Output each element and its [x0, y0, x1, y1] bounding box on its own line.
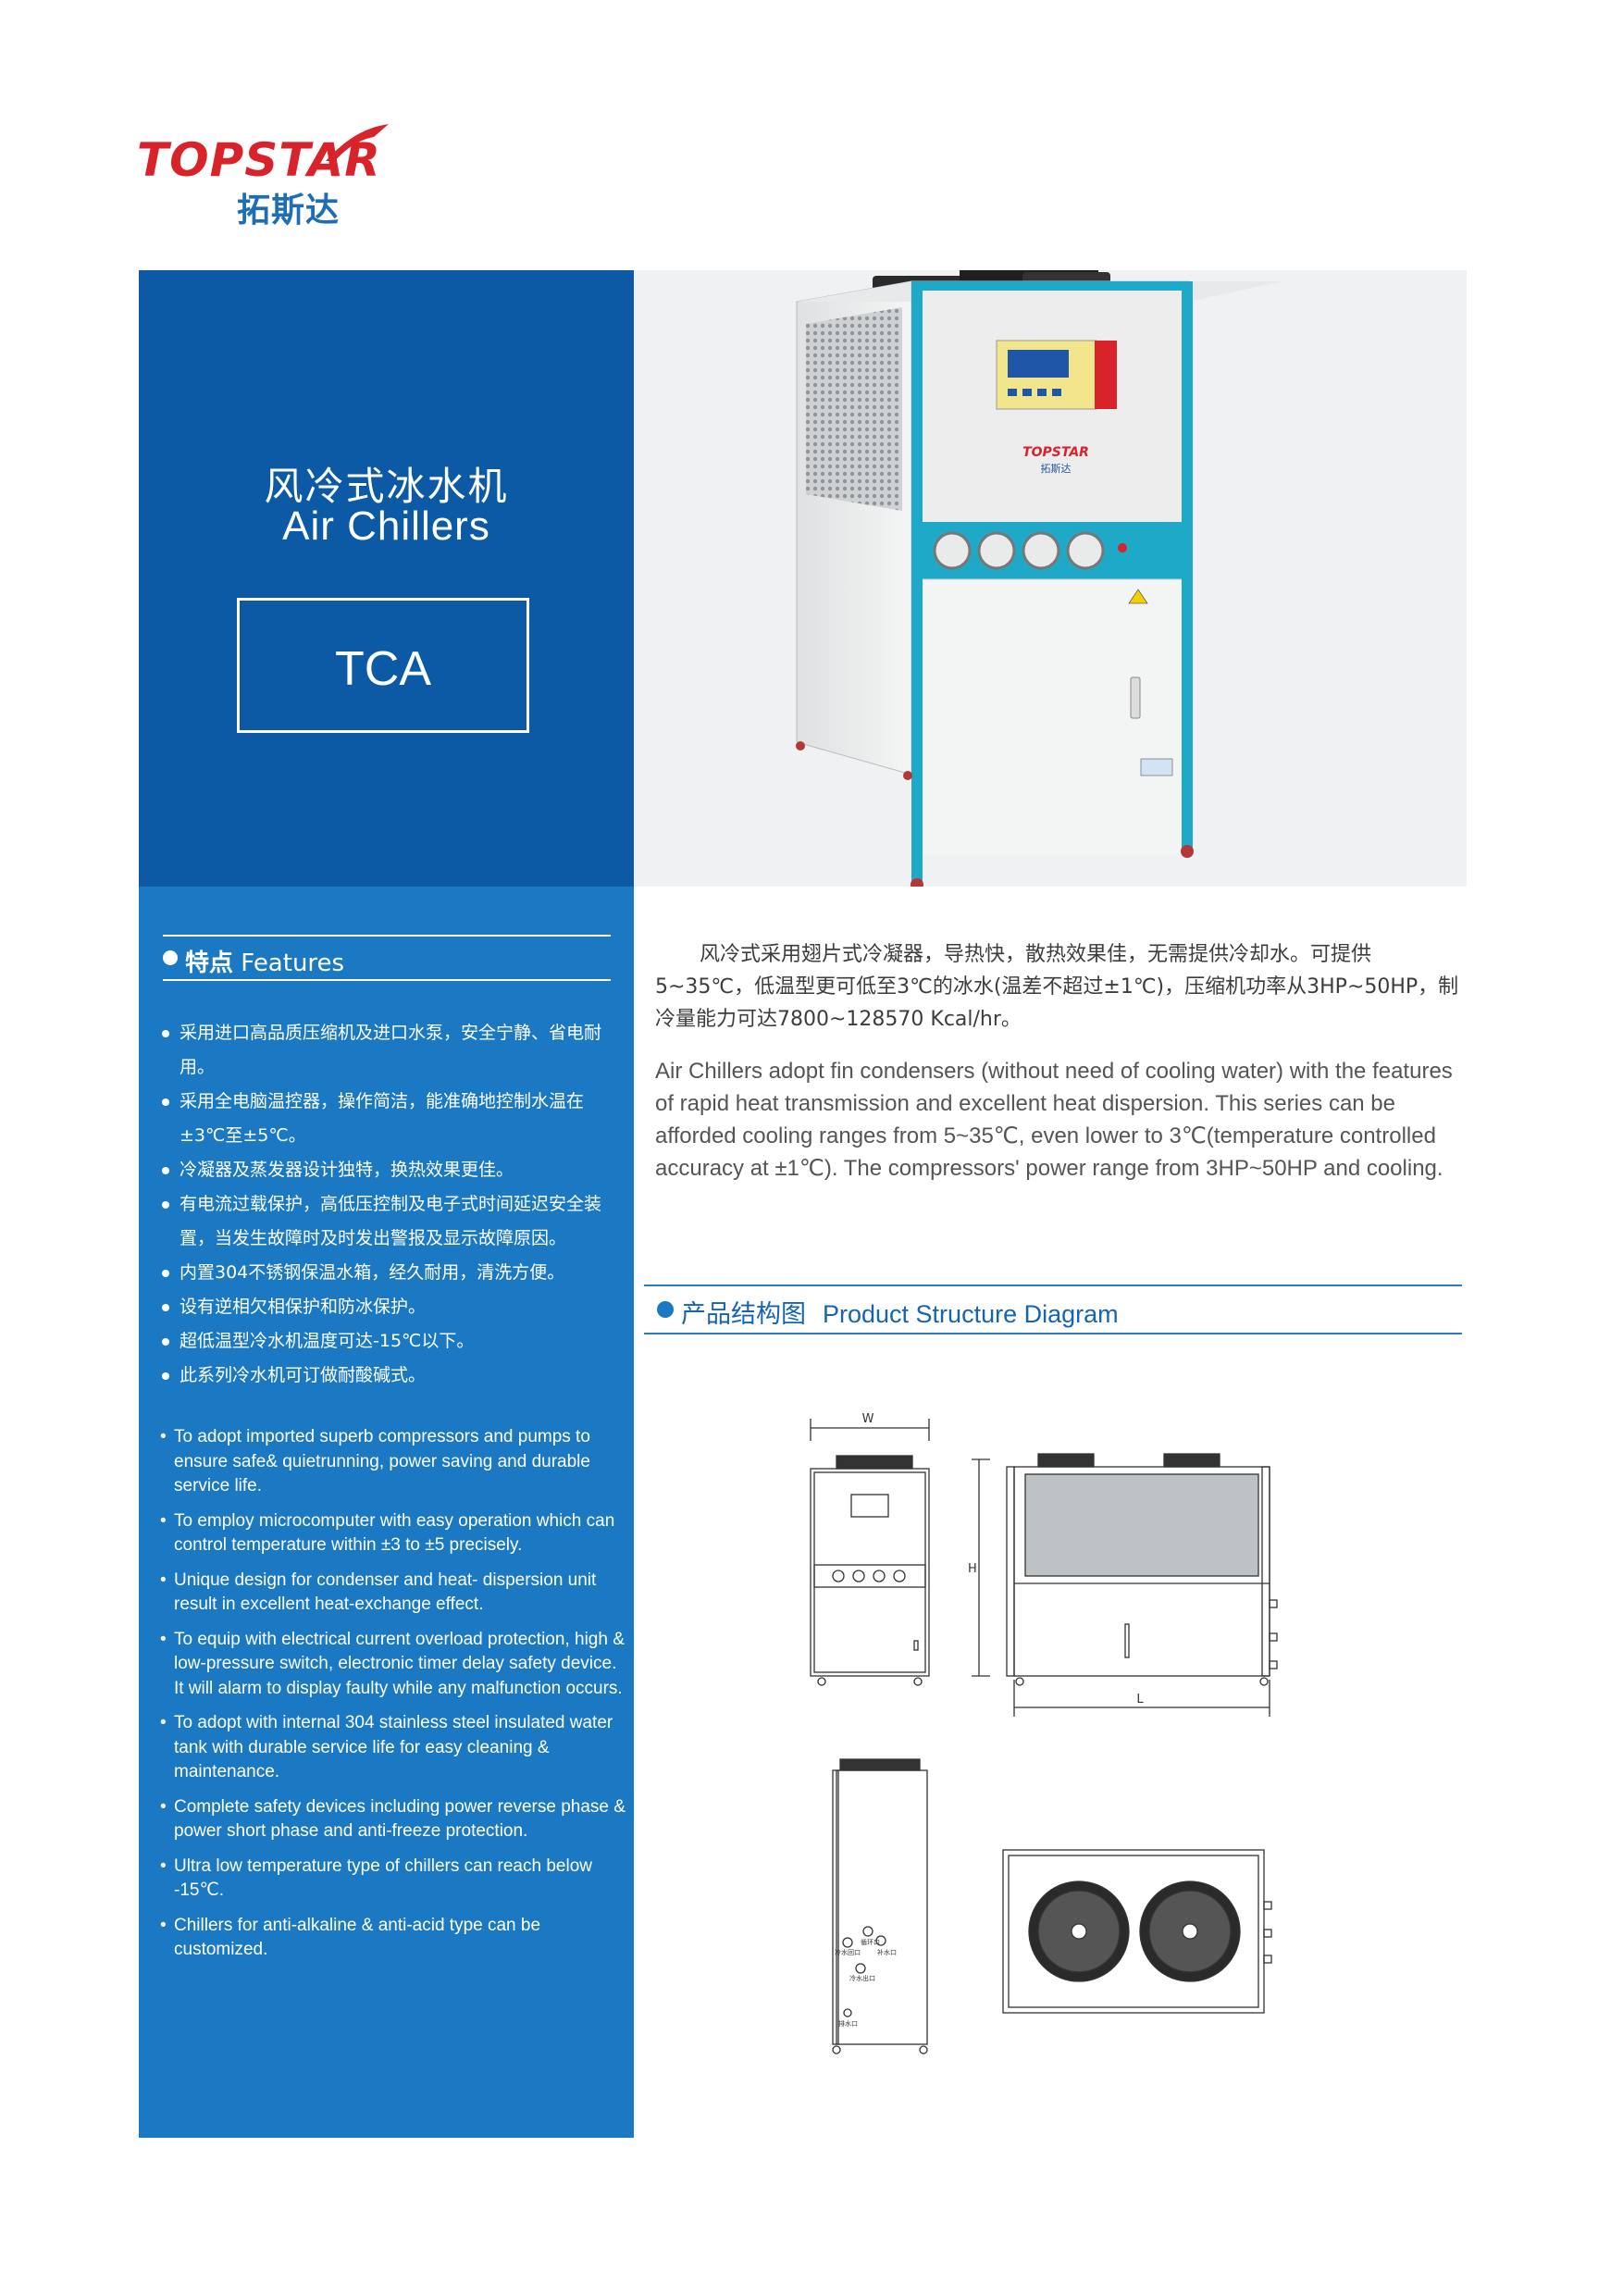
feature-item-cn: 冷凝器及蒸发器设计独特，换热效果更佳。 — [159, 1153, 622, 1187]
machine-brand-label: TOPSTAR — [1022, 445, 1089, 460]
product-title-cn: 风冷式冰水机 — [264, 464, 509, 509]
features-heading: 特点 Features — [163, 935, 611, 981]
top-view — [1002, 1849, 1272, 2014]
features-list-cn: 采用进口高品质压缩机及进口水泵，安全宁静、省电耐用。 采用全电脑温控器，操作简洁… — [159, 1016, 622, 1393]
port-label: 补水口 — [877, 1948, 897, 1956]
feature-item-en: Complete safety devices including power … — [159, 1795, 627, 1844]
feature-item-cn: 采用进口高品质压缩机及进口水泵，安全宁静、省电耐用。 — [159, 1016, 622, 1085]
logo-chinese-name: 拓斯达 — [237, 192, 341, 230]
model-box: TCA — [237, 598, 529, 733]
dimension-l-label: L — [1136, 1693, 1144, 1706]
feature-item-en: Unique design for condenser and heat- di… — [159, 1569, 627, 1618]
description-en: Air Chillers adopt fin condensers (witho… — [655, 1059, 1453, 1181]
feature-item-en: To adopt imported superb compressors and… — [159, 1425, 627, 1499]
port-label: 冷水出口 — [849, 1974, 875, 1982]
bullet-dot-icon — [163, 950, 178, 965]
diagram-heading-cn: 产品结构图 — [681, 1300, 806, 1329]
features-panel: 特点 Features 采用进口高品质压缩机及进口水泵，安全宁静、省电耐用。 采… — [139, 887, 634, 2138]
description-cn: 风冷式采用翅片式冷凝器，导热快，散热效果佳，无需提供冷却水。可提供5~35℃，低… — [655, 943, 1459, 1031]
back-view — [832, 1758, 928, 2054]
hero-title-panel: 风冷式冰水机 Air Chillers TCA — [139, 270, 634, 887]
diagram-heading-en: Product Structure Diagram — [823, 1300, 1119, 1328]
model-code: TCA — [335, 642, 431, 696]
feature-item-cn: 超低温型冷水机温度可达-15℃以下。 — [159, 1324, 622, 1359]
features-list-en: To adopt imported superb compressors and… — [159, 1425, 627, 1973]
features-heading-en: Features — [241, 949, 345, 977]
product-title-en: Air Chillers — [282, 503, 490, 549]
feature-item-cn: 设有逆相欠相保护和防冰保护。 — [159, 1290, 622, 1324]
feature-item-cn: 有电流过载保护，高低压控制及电子式时间延迟安全装置，当发生故障时及时发出警报及显… — [159, 1187, 622, 1256]
feature-item-en: Chillers for anti-alkaline & anti-acid t… — [159, 1914, 627, 1963]
structure-diagram: W H L 冷水回口 循环口 补水口 冷水出口 排水口 — [810, 1412, 1278, 2054]
features-heading-cn: 特点 — [185, 949, 234, 977]
feature-item-cn: 此系列冷水机可订做耐酸碱式。 — [159, 1359, 622, 1393]
feature-item-en: Ultra low temperature type of chillers c… — [159, 1855, 627, 1904]
logo-swoosh-icon — [326, 124, 389, 161]
feature-item-en: To adopt with internal 304 stainless ste… — [159, 1711, 627, 1785]
feature-item-cn: 采用全电脑温控器，操作简洁，能准确地控制水温在±3℃至±5℃。 — [159, 1085, 622, 1153]
feature-item-en: To employ microcomputer with easy operat… — [159, 1509, 627, 1558]
feature-item-cn: 内置304不锈钢保温水箱，经久耐用，清洗方便。 — [159, 1256, 622, 1290]
port-label: 循环口 — [861, 1938, 880, 1946]
product-photo-panel: TOPSTAR 拓斯达 — [634, 265, 1467, 891]
machine-brand-label-cn: 拓斯达 — [1041, 462, 1072, 475]
port-label: 冷水回口 — [835, 1948, 861, 1956]
dimension-w-label: W — [862, 1412, 874, 1426]
dimension-h-label: H — [968, 1562, 977, 1576]
chiller-photo: TOPSTAR 拓斯达 — [796, 265, 1282, 891]
side-view — [972, 1453, 1278, 1717]
brand-logo: TOPSTAR 拓斯达 — [137, 120, 389, 230]
diagram-heading: 产品结构图 Product Structure Diagram — [644, 1285, 1462, 1334]
port-label: 排水口 — [838, 2019, 858, 2028]
front-view — [810, 1419, 930, 1686]
logo-wordmark: TOPSTAR — [137, 133, 381, 187]
bullet-dot-icon — [657, 1301, 674, 1318]
feature-item-en: To equip with electrical current overloa… — [159, 1628, 627, 1702]
